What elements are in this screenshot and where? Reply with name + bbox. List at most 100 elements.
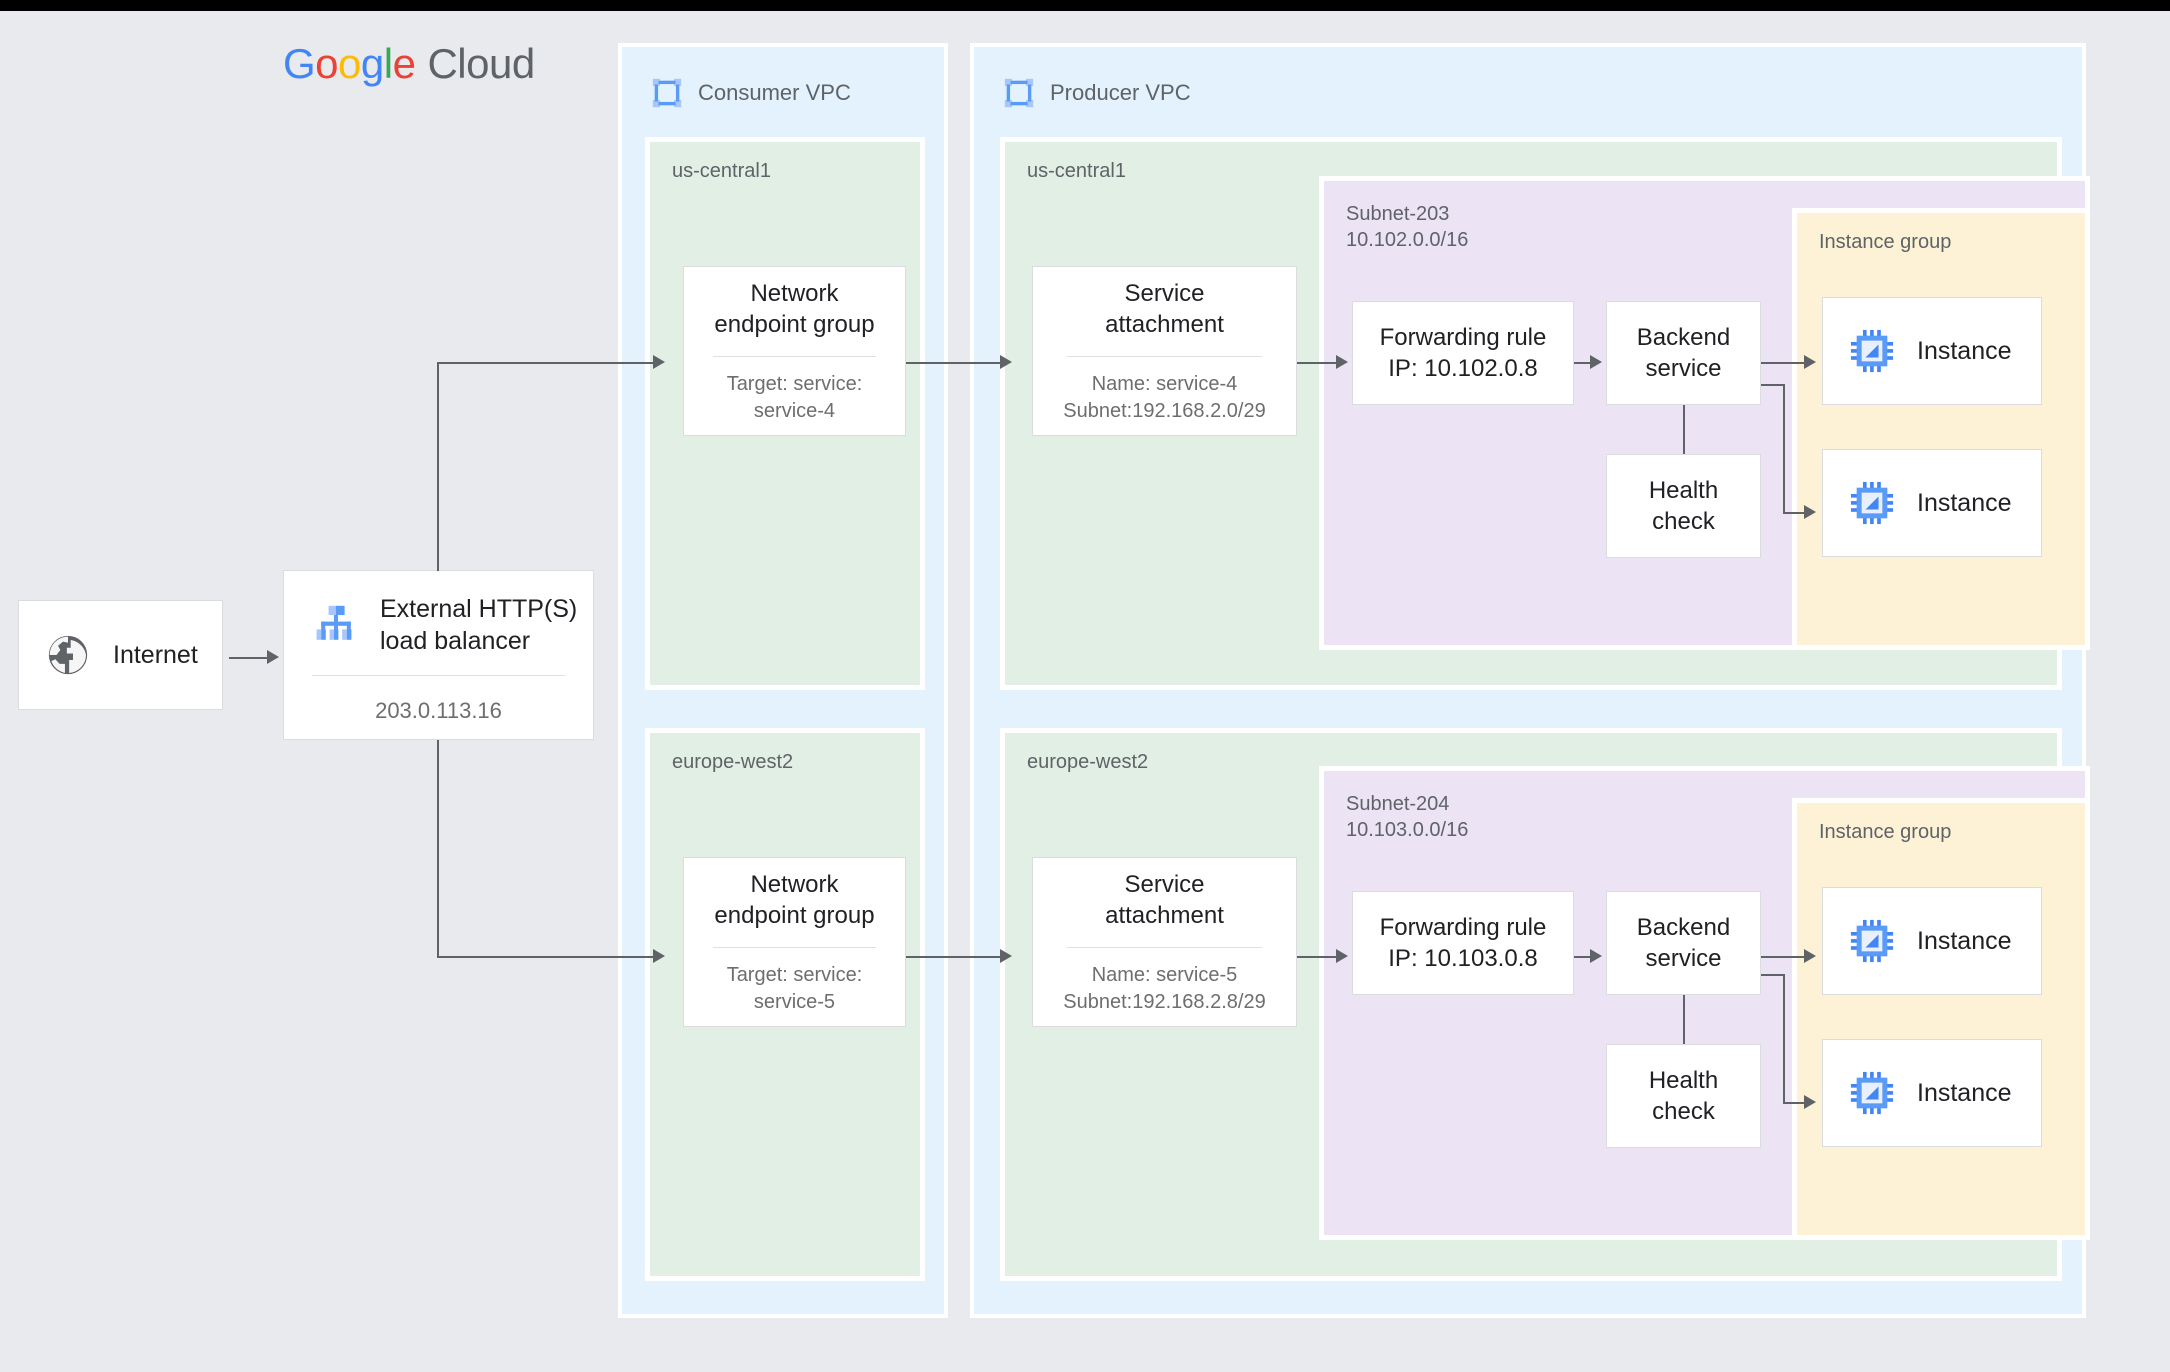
arrow-bs-instance-1b	[1804, 505, 1816, 519]
arrow-bs-instance-2b	[1804, 1095, 1816, 1109]
neg-title: Network endpoint group	[714, 279, 875, 339]
subnet-name: Subnet-204	[1346, 793, 1450, 815]
backend-service-card-1[interactable]: Backend service	[1606, 301, 1761, 405]
logo-letter-o2: o	[338, 40, 361, 87]
health-check-title: Health check	[1648, 1066, 1719, 1125]
logo-letter-e: e	[392, 40, 416, 87]
vpc-icon	[1004, 78, 1034, 108]
internet-card[interactable]: Internet	[18, 600, 223, 710]
connector-bs-instance-1a	[1761, 362, 1806, 364]
instance-group-label: Instance group	[1819, 821, 1952, 843]
instance-label: Instance	[1917, 488, 2012, 517]
connector-lb-neg-1	[437, 362, 659, 364]
health-check-card-1[interactable]: Health check	[1606, 454, 1761, 558]
backend-service-card-2[interactable]: Backend service	[1606, 891, 1761, 995]
connector-sa-fr-2	[1297, 956, 1337, 958]
connector-lb-down	[437, 740, 439, 958]
vpc-icon	[652, 78, 682, 108]
connector-neg-sa-2	[906, 956, 1002, 958]
cpu-chip-icon	[1850, 1071, 1894, 1115]
logo-letter-l: l	[383, 40, 393, 87]
region-label: us-central1	[1027, 160, 1126, 182]
network-endpoint-group-card-1[interactable]: Network endpoint group Target: service: …	[683, 266, 906, 436]
arrow-neg-sa-2	[1000, 949, 1012, 963]
connector-lb-up	[437, 362, 439, 571]
arrow-internet-lb	[267, 650, 279, 664]
logo-letter-g: G	[283, 40, 316, 87]
connector-bs-instance-1b-v	[1783, 384, 1785, 514]
consumer-vpc-header: Consumer VPC	[650, 76, 851, 110]
logo-letter-g2: g	[360, 40, 384, 87]
producer-vpc-header: Producer VPC	[1002, 76, 1191, 110]
connector-fr-bs-2	[1574, 956, 1592, 958]
arrow-sa-fr-2	[1336, 949, 1348, 963]
instance-label: Instance	[1917, 1078, 2012, 1107]
instance-label: Instance	[1917, 336, 2012, 365]
instance-card-1a[interactable]: Instance	[1822, 297, 2042, 405]
divider	[712, 356, 877, 358]
service-attachment-title: Service attachment	[1105, 279, 1224, 339]
connector-bs-hc-2	[1683, 995, 1685, 1044]
neg-subtitle: Target: service: service-5	[726, 964, 863, 1013]
load-balancer-title: External HTTP(S) load balancer	[380, 595, 578, 655]
connector-bs-instance-2a	[1761, 956, 1806, 958]
forwarding-rule-title: Forwarding rule IP: 10.103.0.8	[1379, 913, 1547, 972]
instance-card-1b[interactable]: Instance	[1822, 449, 2042, 557]
service-attachment-subtitle: Name: service-4 Subnet:192.168.2.0/29	[1063, 373, 1266, 422]
region-label: europe-west2	[672, 751, 794, 773]
arrow-bs-instance-1a	[1804, 355, 1816, 369]
divider	[1067, 947, 1262, 949]
load-balancer-ip: 203.0.113.16	[375, 698, 502, 723]
connector-internet-lb	[229, 657, 273, 659]
neg-title: Network endpoint group	[714, 870, 875, 930]
instance-group-container-2: Instance group	[1792, 798, 2090, 1240]
service-attachment-card-1[interactable]: Service attachment Name: service-4 Subne…	[1032, 266, 1297, 436]
logo-word-cloud: Cloud	[427, 40, 535, 87]
backend-service-title: Backend service	[1636, 323, 1731, 382]
arrow-bs-instance-2a	[1804, 949, 1816, 963]
load-balancer-card[interactable]: External HTTP(S) load balancer 203.0.113…	[283, 570, 594, 740]
consumer-vpc-label: Consumer VPC	[698, 80, 851, 105]
top-black-bar	[0, 0, 2170, 11]
producer-vpc-label: Producer VPC	[1050, 80, 1191, 105]
arrow-fr-bs-2	[1590, 949, 1602, 963]
connector-bs-instance-2b-v	[1783, 974, 1785, 1104]
backend-service-title: Backend service	[1636, 913, 1731, 972]
internet-label: Internet	[113, 640, 198, 669]
divider	[312, 675, 565, 676]
subnet-name: Subnet-203	[1346, 203, 1450, 225]
connector-bs-hc-1	[1683, 405, 1685, 454]
connector-fr-bs-1	[1574, 362, 1592, 364]
divider	[712, 947, 877, 949]
service-attachment-card-2[interactable]: Service attachment Name: service-5 Subne…	[1032, 857, 1297, 1027]
forwarding-rule-card-2[interactable]: Forwarding rule IP: 10.103.0.8	[1352, 891, 1574, 995]
load-balancer-icon	[316, 605, 352, 640]
subnet-cidr: 10.103.0.0/16	[1346, 819, 1469, 842]
instance-card-2b[interactable]: Instance	[1822, 1039, 2042, 1147]
health-check-card-2[interactable]: Health check	[1606, 1044, 1761, 1148]
subnet-label-2: Subnet-204 10.103.0.0/16	[1346, 791, 1468, 844]
health-check-title: Health check	[1648, 476, 1719, 535]
connector-bs-instance-2b-h1	[1761, 974, 1785, 976]
arrow-lb-neg-1	[653, 355, 665, 369]
region-label: us-central1	[672, 160, 771, 182]
globe-icon	[48, 635, 88, 675]
forwarding-rule-card-1[interactable]: Forwarding rule IP: 10.102.0.8	[1352, 301, 1574, 405]
subnet-cidr: 10.102.0.0/16	[1346, 229, 1469, 252]
arrow-sa-fr-1	[1336, 355, 1348, 369]
connector-neg-sa-1	[906, 362, 1002, 364]
connector-bs-instance-1b-h2	[1783, 512, 1806, 514]
connector-lb-neg-2	[437, 956, 659, 958]
neg-subtitle: Target: service: service-4	[726, 373, 863, 422]
instance-card-2a[interactable]: Instance	[1822, 887, 2042, 995]
forwarding-rule-title: Forwarding rule IP: 10.102.0.8	[1379, 323, 1547, 382]
service-attachment-title: Service attachment	[1105, 870, 1224, 930]
connector-bs-instance-1b-h1	[1761, 384, 1785, 386]
cpu-chip-icon	[1850, 329, 1894, 373]
service-attachment-subtitle: Name: service-5 Subnet:192.168.2.8/29	[1063, 964, 1266, 1013]
region-label: europe-west2	[1027, 751, 1149, 773]
network-endpoint-group-card-2[interactable]: Network endpoint group Target: service: …	[683, 857, 906, 1027]
instance-group-label: Instance group	[1819, 231, 1952, 253]
arrow-fr-bs-1	[1590, 355, 1602, 369]
